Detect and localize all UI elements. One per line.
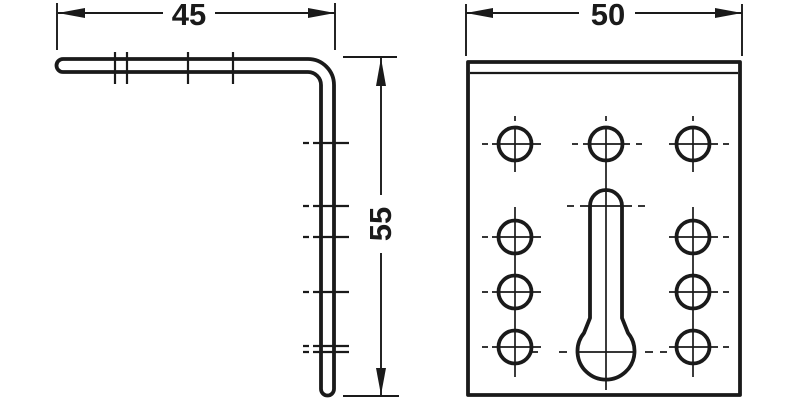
arrow-left-icon <box>58 8 85 18</box>
side-view-profile <box>54 57 336 398</box>
hole-circle <box>587 125 625 163</box>
side-view: 45 55 <box>54 0 399 398</box>
extension-lines-45 <box>56 3 336 50</box>
hole-circle <box>496 328 534 366</box>
dimension-55: 55 <box>343 56 399 397</box>
extension-lines-55 <box>343 56 399 397</box>
dim-label-front-width: 50 <box>591 0 625 32</box>
arrow-right-icon <box>308 8 335 18</box>
arrow-right-icon <box>715 8 742 18</box>
hole-circle <box>674 328 712 366</box>
hole-circle <box>496 218 534 256</box>
dim-label-side-width: 45 <box>172 0 206 32</box>
arrow-left-icon <box>466 8 493 18</box>
hole-circle <box>674 125 712 163</box>
dimension-45: 45 <box>56 0 336 50</box>
center-lines-side-columns <box>514 207 694 377</box>
hole-circle <box>674 273 712 311</box>
front-view: 50 <box>465 0 743 397</box>
dim-label-side-height: 55 <box>363 207 398 241</box>
hole-center-ticks-vertical-leg <box>303 141 349 354</box>
hole-circle <box>496 273 534 311</box>
hole-center-ticks-horizontal-leg <box>113 52 235 84</box>
dimension-50: 50 <box>465 0 743 56</box>
arrow-up-icon <box>376 58 386 86</box>
hole-circle <box>496 125 534 163</box>
hole-circle <box>674 218 712 256</box>
arrow-down-icon <box>376 368 386 395</box>
